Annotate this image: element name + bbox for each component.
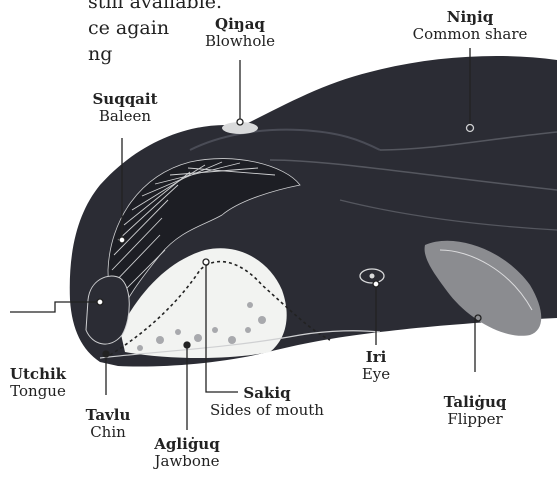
label-chin: Tavlu Chin: [80, 407, 136, 442]
label-sides-of-mouth-gloss: Sides of mouth: [202, 402, 332, 419]
label-eye-term: Iri: [356, 349, 396, 366]
label-common-share: Niŋiq Common share: [405, 9, 535, 44]
label-blowhole-term: Qiŋaq: [200, 16, 280, 33]
label-jawbone: Agliġuq Jawbone: [148, 436, 226, 471]
label-blowhole-gloss: Blowhole: [200, 33, 280, 50]
label-chin-term: Tavlu: [80, 407, 136, 424]
label-tongue: Utchik Tongue: [4, 366, 72, 401]
tongue: [86, 276, 129, 344]
label-flipper-gloss: Flipper: [438, 411, 512, 428]
label-jawbone-term: Agliġuq: [148, 436, 226, 453]
label-flipper-term: Taliġuq: [438, 394, 512, 411]
label-baleen-gloss: Baleen: [85, 108, 165, 125]
label-baleen: Suqqait Baleen: [85, 91, 165, 126]
label-common-share-term: Niŋiq: [405, 9, 535, 26]
label-eye-gloss: Eye: [356, 366, 396, 383]
label-jawbone-gloss: Jawbone: [148, 453, 226, 470]
label-flipper: Taliġuq Flipper: [438, 394, 512, 429]
label-chin-gloss: Chin: [80, 424, 136, 441]
label-tongue-gloss: Tongue: [4, 383, 72, 400]
label-eye: Iri Eye: [356, 349, 396, 384]
label-sides-of-mouth: Sakiq Sides of mouth: [202, 385, 332, 420]
label-sides-of-mouth-term: Sakiq: [202, 385, 332, 402]
eye-pupil: [370, 274, 375, 279]
label-baleen-term: Suqqait: [85, 91, 165, 108]
label-blowhole: Qiŋaq Blowhole: [200, 16, 280, 51]
label-tongue-term: Utchik: [4, 366, 72, 383]
label-common-share-gloss: Common share: [405, 26, 535, 43]
